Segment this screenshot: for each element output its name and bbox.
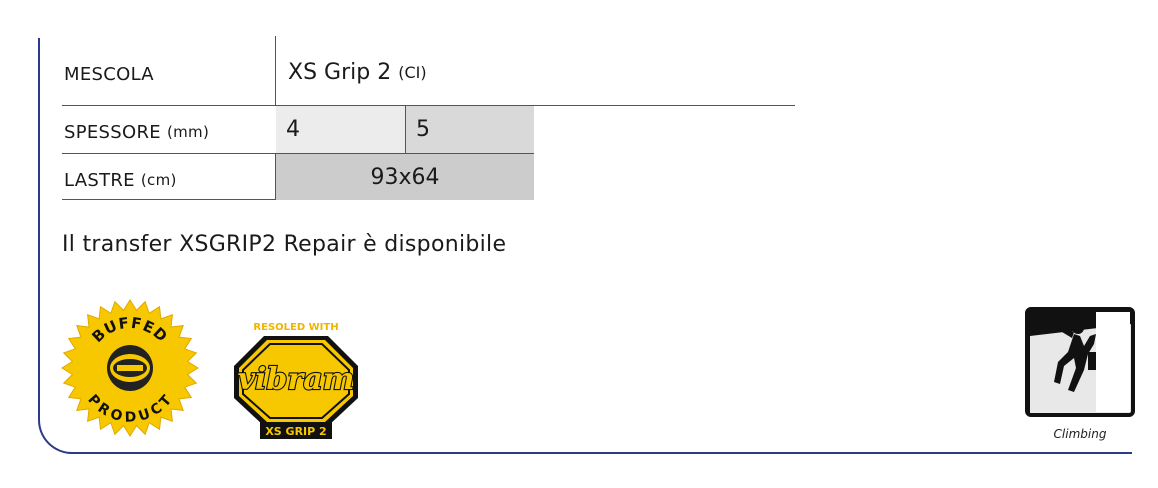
- mescola-code: (CI): [398, 62, 427, 82]
- column-divider: [275, 153, 276, 200]
- lastre-unit: (cm): [140, 171, 177, 189]
- mescola-value: XS Grip 2 (CI): [288, 52, 427, 92]
- lastre-value: 93x64: [276, 154, 534, 200]
- buffed-product-seal: BUFFED PRODUCT: [60, 298, 200, 438]
- repair-note: Il transfer XSGRIP2 Repair è disponibile: [62, 232, 507, 257]
- spessore-value-2: 5: [406, 106, 534, 153]
- climbing-icon: Climbing: [1024, 306, 1136, 446]
- column-divider: [275, 36, 276, 106]
- climbing-caption: Climbing: [1054, 427, 1107, 441]
- row-divider: [62, 105, 795, 106]
- spessore-unit: (mm): [166, 123, 210, 141]
- frame-bottom-border: [72, 452, 1132, 454]
- spessore-value-1: 4: [276, 106, 405, 153]
- vibram-footer-text: XS GRIP 2: [265, 425, 326, 438]
- spessore-text: SPESSORE: [64, 121, 161, 143]
- mescola-label: MESCOLA: [64, 63, 154, 85]
- vibram-resoled-badge: RESOLED WITH vibram XS GRIP 2: [226, 318, 366, 440]
- vibram-header-text: RESOLED WITH: [253, 322, 338, 333]
- column-divider: [405, 106, 406, 153]
- lastre-text: LASTRE: [64, 169, 135, 191]
- mescola-name: XS Grip 2: [288, 59, 392, 85]
- vibram-logo-text: vibram: [238, 362, 355, 397]
- row-divider: [62, 199, 276, 200]
- lastre-label: LASTRE (cm): [64, 160, 177, 200]
- frame-left-border: [38, 38, 40, 408]
- row-divider: [62, 153, 534, 154]
- spessore-label: SPESSORE (mm): [64, 112, 209, 152]
